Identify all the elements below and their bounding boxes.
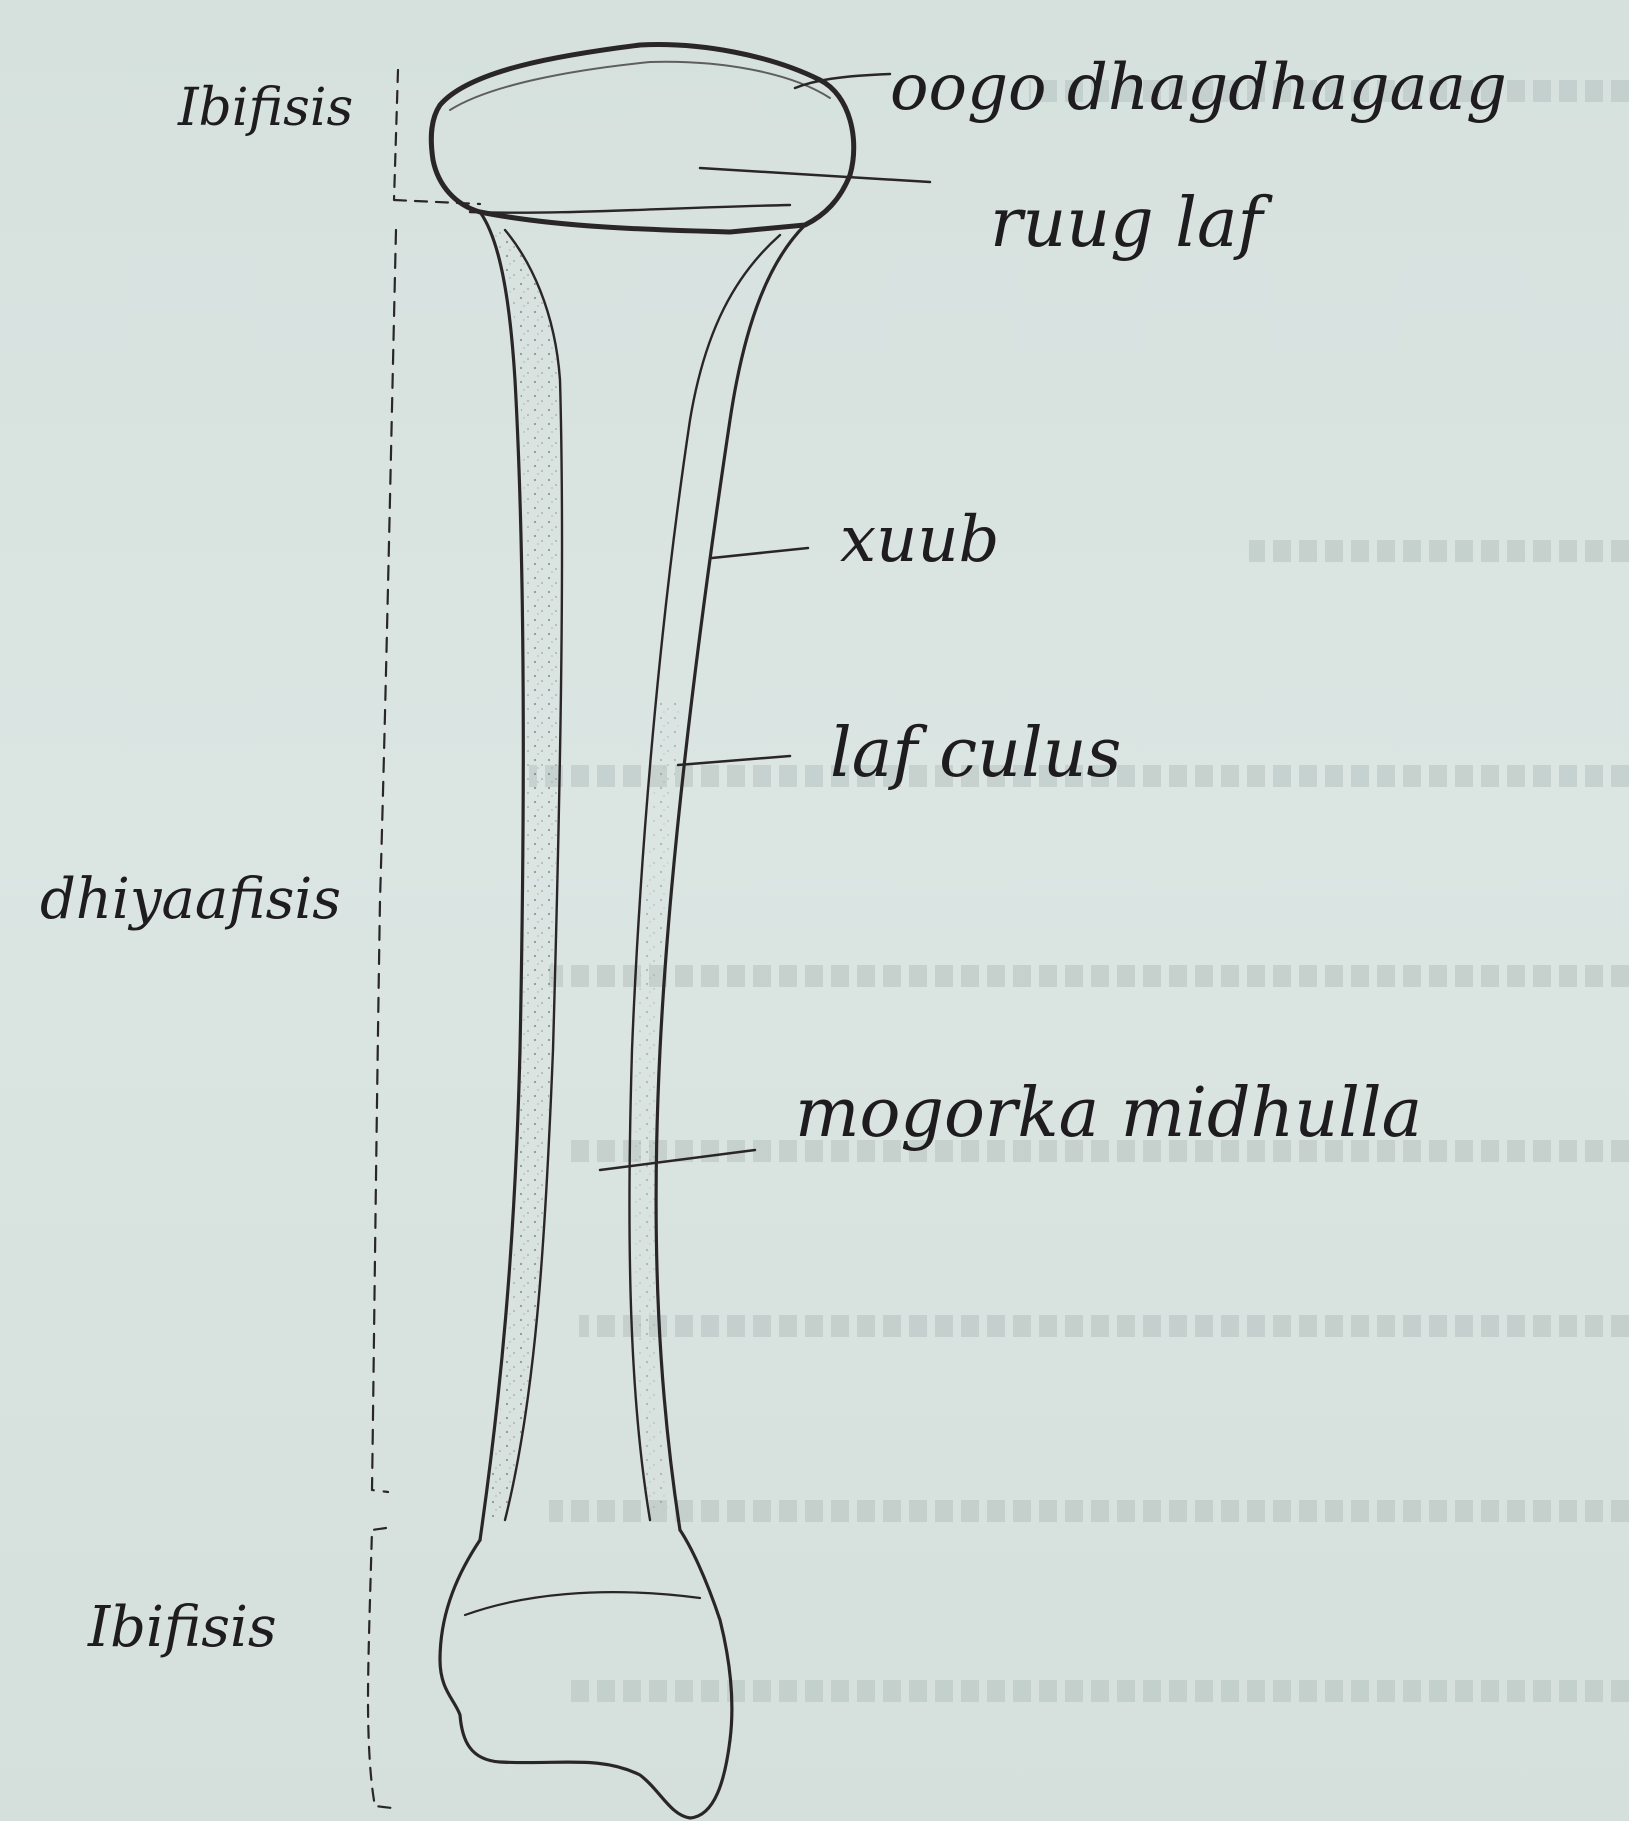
epiphysis-bottom-outline bbox=[440, 1530, 732, 1818]
shaft-outer-right bbox=[656, 225, 805, 1530]
label-epiphysis-bottom: Ibifisis bbox=[88, 1600, 277, 1656]
epiphyseal-line-bottom bbox=[465, 1592, 700, 1615]
label-spongy-bone: ruug laf bbox=[990, 190, 1263, 258]
label-epiphysis-top: Ibifisis bbox=[178, 82, 353, 134]
leader-cortical-bone bbox=[678, 756, 790, 765]
label-articular-cartilage: oogo dhagdhagaag bbox=[890, 56, 1507, 120]
leader-spongy-bone bbox=[700, 168, 930, 182]
epiphyseal-line-top bbox=[470, 205, 790, 213]
label-marrow: mogorka midhulla bbox=[795, 1080, 1422, 1148]
label-cortical-bone: laf culus bbox=[830, 720, 1121, 788]
leader-marrow bbox=[600, 1150, 755, 1170]
bracket-epiphysis-bottom bbox=[368, 1528, 392, 1808]
label-periosteum: xuub bbox=[840, 508, 1000, 572]
bracket-diaphysis bbox=[372, 230, 396, 1492]
bracket-epiphysis-top bbox=[394, 70, 480, 204]
leader-periosteum bbox=[712, 548, 808, 558]
label-diaphysis: dhiyaafisis bbox=[40, 872, 341, 928]
